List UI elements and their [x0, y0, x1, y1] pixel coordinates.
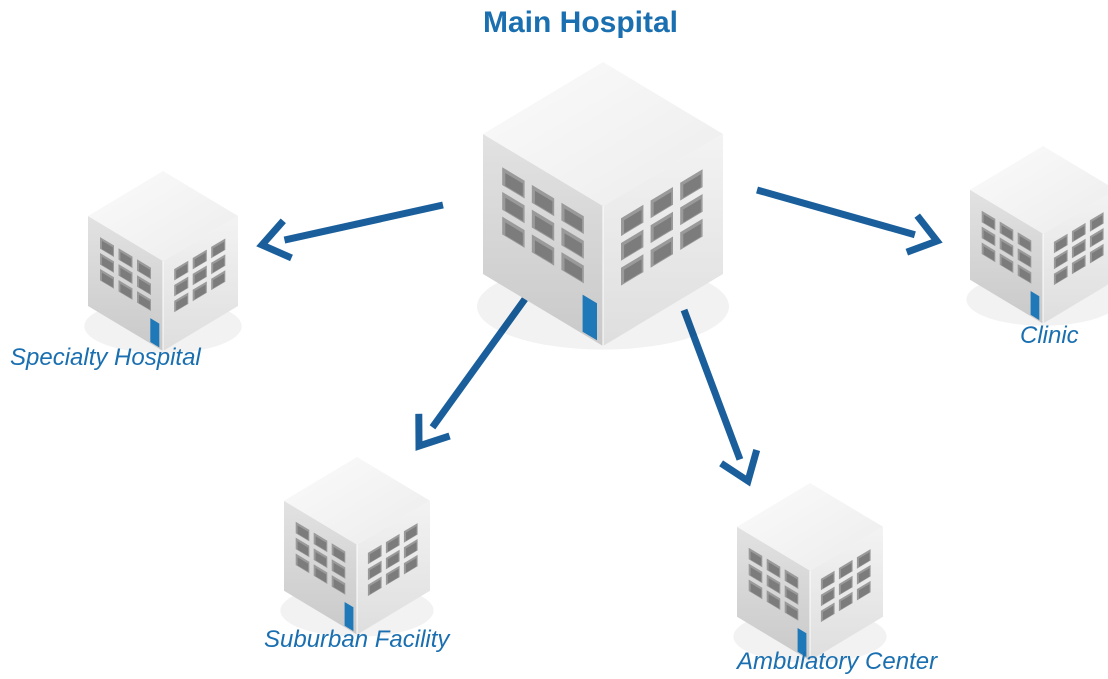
arrow-to-clinic	[756, 186, 943, 256]
suburban-facility-label: Suburban Facility	[264, 626, 450, 653]
arrows-layer	[256, 186, 943, 487]
buildings-layer	[84, 62, 1108, 663]
clinic-label: Clinic	[1020, 322, 1079, 349]
main-hospital-label: Main Hospital	[483, 6, 679, 39]
suburban-facility-building-door	[344, 602, 354, 632]
main-hospital-building-door	[582, 294, 597, 341]
suburban-facility-building	[280, 457, 434, 637]
ambulatory-center-building	[733, 483, 887, 663]
ambulatory-center-label: Ambulatory Center	[737, 648, 938, 675]
ambulatory-center-building-door	[797, 628, 807, 658]
specialty-hospital-label: Specialty Hospital	[10, 344, 201, 371]
arrow-to-specialty-hospital	[256, 201, 444, 262]
clinic-building-door	[1030, 291, 1040, 321]
main-hospital-building	[477, 62, 729, 350]
clinic-building	[966, 146, 1108, 326]
specialty-hospital-building-door	[150, 318, 160, 348]
arrow-to-ambulatory-center	[680, 308, 761, 487]
arrow-to-suburban-facility	[415, 296, 528, 451]
specialty-hospital-building	[84, 171, 242, 354]
